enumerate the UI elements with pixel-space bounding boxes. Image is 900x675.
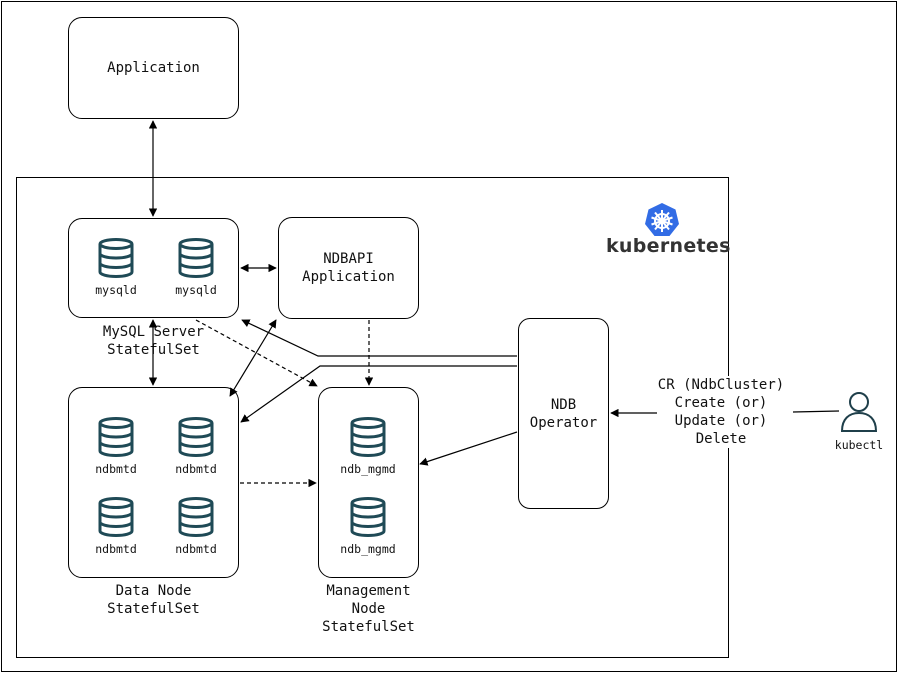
database-icon [86,238,146,278]
ndbmtd-4: ndbmtd [166,497,226,556]
database-label: ndbmtd [95,462,137,476]
database-label: ndbmtd [175,462,217,476]
kubernetes-logo-icon [644,202,680,242]
database-icon [166,238,226,278]
database-icon [166,497,226,537]
data-node-caption: Data Node StatefulSet [107,583,200,617]
data-node-statefulset[interactable] [68,387,239,578]
application-node[interactable]: Application [68,17,239,119]
database-icon [86,497,146,537]
database-label: ndb_mgmd [340,462,396,476]
kubernetes-wordmark: kubernetes [606,235,731,257]
mysql-server-caption: MySQL Server StatefulSet [102,324,205,358]
ndbapi-label: NDBAPI Application [302,251,395,285]
ndb-operator-node[interactable]: NDB Operator [518,318,609,509]
database-label: mysqld [175,283,217,297]
mysqld-2: mysqld [166,238,226,297]
database-label: ndbmtd [95,542,137,556]
database-label: mysqld [95,283,137,297]
user-icon [839,391,879,437]
ndbmtd-3: ndbmtd [86,497,146,556]
database-icon [86,417,146,457]
kubectl-label: kubectl [834,438,884,452]
ndb-operator-label: NDB Operator [529,396,598,431]
ndbmtd-2: ndbmtd [166,417,226,476]
mgmd-1: ndb_mgmd [338,417,398,476]
management-node-caption: Management Node StatefulSet [322,583,415,635]
database-label: ndb_mgmd [340,542,396,556]
ndbapi-application-node[interactable]: NDBAPI Application [278,217,419,319]
database-icon [338,417,398,457]
database-icon [166,417,226,457]
ndbmtd-1: ndbmtd [86,417,146,476]
mgmd-2: ndb_mgmd [338,497,398,556]
cr-operations-label: CR (NdbCluster) Create (or) Update (or) … [646,376,796,448]
mysqld-1: mysqld [86,238,146,297]
database-icon [338,497,398,537]
application-label: Application [107,60,200,76]
database-label: ndbmtd [175,542,217,556]
